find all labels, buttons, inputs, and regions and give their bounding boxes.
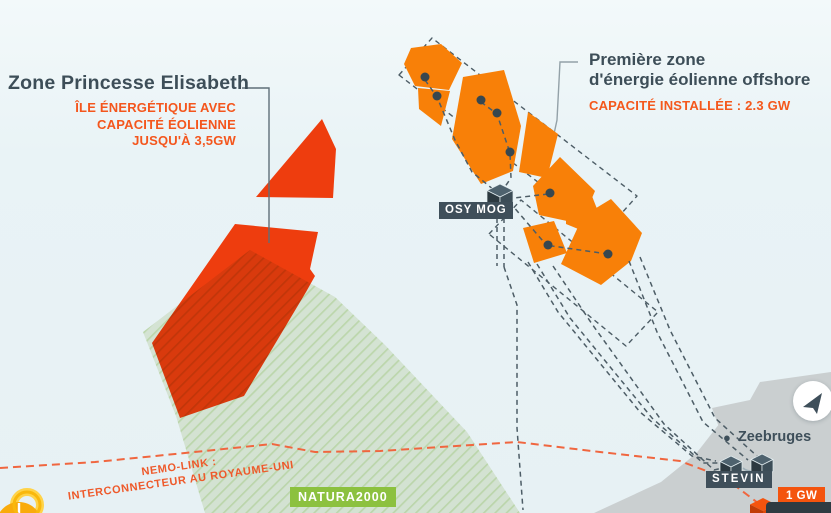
- wind-node-dot: [545, 188, 555, 198]
- nav-arrow-icon: [803, 393, 822, 414]
- left-zone-subtitle-line: CAPACITÉ ÉOLIENNE: [97, 116, 236, 132]
- wind-zone-outline-upper: [398, 37, 638, 234]
- zeebruges-label: ● Zeebruges: [723, 429, 811, 445]
- stevin-label: STEVIN: [706, 471, 772, 488]
- export-cables: [424, 79, 758, 511]
- left-zone-subtitle-line: ÎLE ÉNERGÉTIQUE AVEC: [75, 100, 236, 115]
- wind-node-dot: [492, 108, 502, 118]
- wind-node-dot: [603, 249, 613, 259]
- left-leader-line: [242, 87, 270, 243]
- nemo-link-line: [0, 440, 759, 504]
- harbor-peninsula: [695, 405, 747, 460]
- osy-mog-label: OSY MOG: [439, 202, 513, 219]
- legend-box: [766, 502, 831, 513]
- natura2000-label: NATURA2000: [290, 487, 396, 507]
- first-wind-zone-strips: [404, 44, 642, 285]
- nav-arrow-button[interactable]: [793, 381, 831, 421]
- wind-node-dot: [543, 240, 553, 250]
- princess-elisabeth-subzone: [256, 119, 336, 198]
- location-dot-icon: ●: [723, 429, 731, 445]
- wind-node-dot: [432, 91, 442, 101]
- right-zone-title-line: d'énergie éolienne offshore: [589, 70, 811, 89]
- left-zone-title: Zone Princesse Elisabeth: [8, 72, 250, 94]
- right-zone-title: Première zone d'énergie éolienne offshor…: [589, 50, 831, 90]
- zeebruges-text: Zeebruges: [737, 429, 812, 445]
- left-zone-subtitle-line: JUSQU'À 3,5GW: [132, 133, 236, 148]
- right-zone-title-line: Première zone: [589, 50, 706, 69]
- one-gw-label: 1 GW: [778, 487, 826, 505]
- wind-node-dots: [420, 72, 613, 259]
- wind-node-dot: [505, 147, 515, 157]
- right-zone-capacity: CAPACITÉ INSTALLÉE : 2.3 GW: [589, 98, 791, 113]
- left-zone-subtitle: ÎLE ÉNERGÉTIQUE AVEC CAPACITÉ ÉOLIENNE J…: [8, 100, 236, 150]
- compass-wheel-icon: [0, 488, 44, 513]
- wind-node-dot: [476, 95, 486, 105]
- wind-node-dot: [420, 72, 430, 82]
